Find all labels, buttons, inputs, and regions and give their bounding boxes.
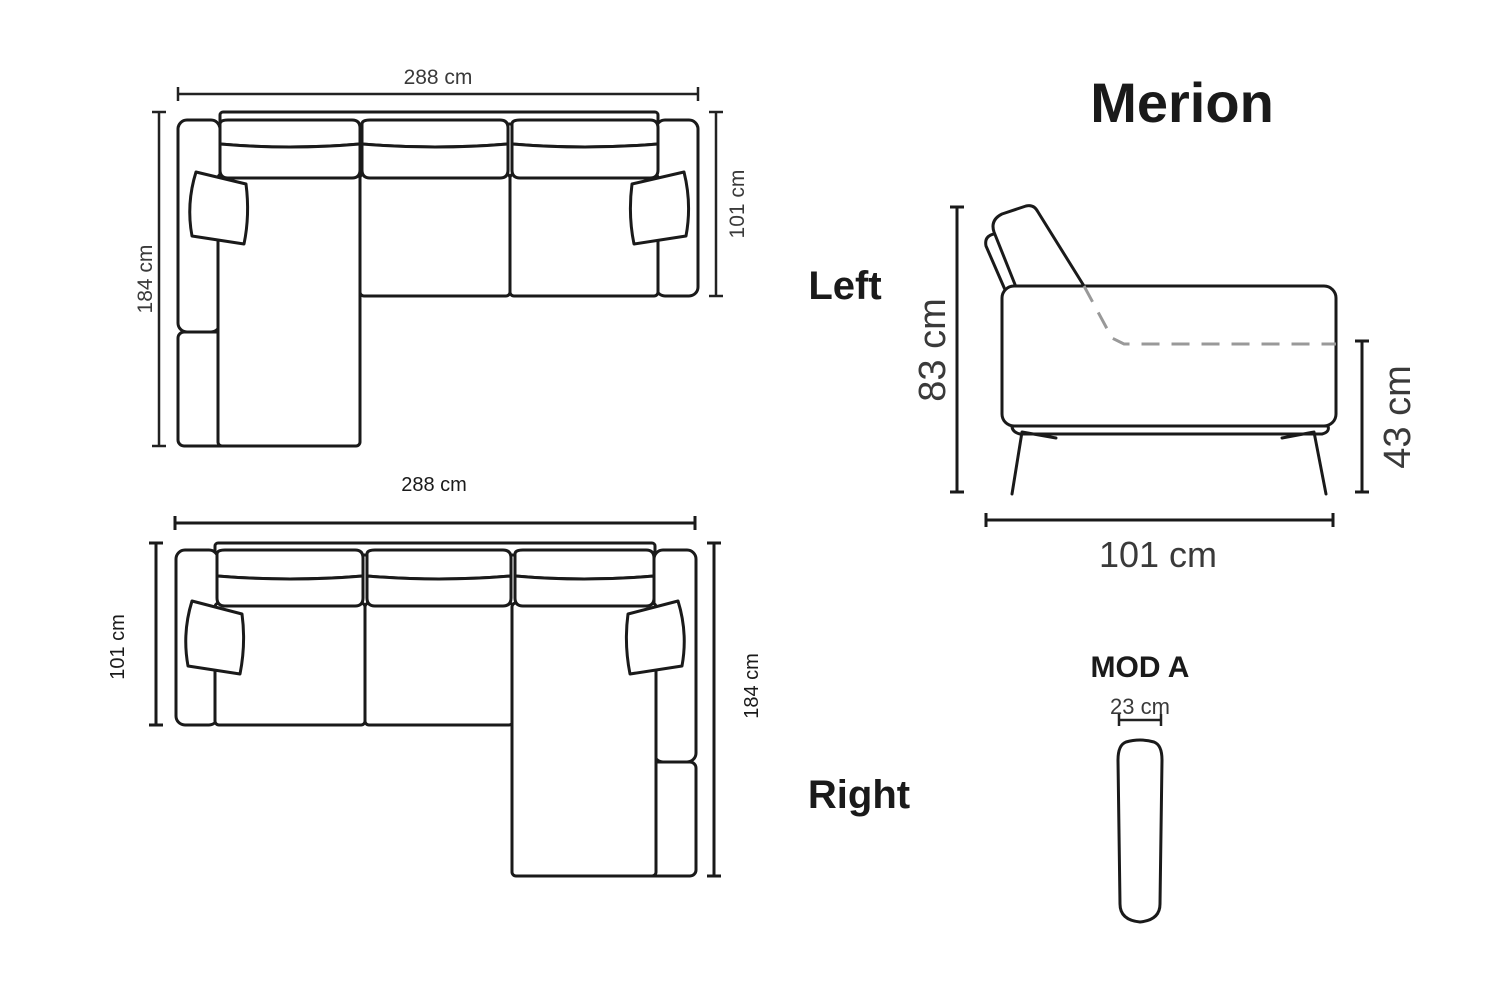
module-width-dimension xyxy=(1117,714,1163,726)
depth-dimension: 101 cm xyxy=(984,513,1335,575)
right-sofa-outline xyxy=(174,541,698,878)
right-depth-label: 184 cm xyxy=(741,653,763,719)
front-leg xyxy=(1010,430,1058,496)
left-depth-dimension: 184 cm xyxy=(134,110,166,448)
seat-line xyxy=(1082,285,1336,346)
left-seat-depth-dimension: 101 cm xyxy=(709,110,749,298)
module-label: MOD A xyxy=(1091,651,1190,684)
top-view-left: 288 cm 184 cm 101 cm xyxy=(134,66,882,448)
right-pillow xyxy=(628,170,691,246)
right-width-label: 288 cm xyxy=(401,474,467,496)
seat-height-dimension: 43 cm xyxy=(1355,339,1419,494)
side-sofa-outline xyxy=(984,204,1338,496)
seat-height-label: 43 cm xyxy=(1377,365,1419,468)
left-orientation-label: Left xyxy=(808,264,881,308)
left-sofa-outline xyxy=(176,110,700,448)
side-view: 83 cm 43 cm 101 cm xyxy=(912,204,1419,575)
top-view-right: 288 cm 101 cm 184 cm xyxy=(107,474,910,878)
right-width-dimension: 288 cm xyxy=(173,474,697,530)
height-dimension: 83 cm xyxy=(912,205,964,494)
base xyxy=(1010,424,1330,436)
right-depth-dimension: 184 cm xyxy=(707,541,763,878)
back-leg xyxy=(1280,430,1328,496)
right-seat-depth-label: 101 cm xyxy=(107,614,129,680)
backrest xyxy=(991,204,1086,294)
module-outline xyxy=(1116,738,1164,924)
height-label: 83 cm xyxy=(912,298,954,401)
module-a: MOD A 23 cm xyxy=(1091,651,1190,924)
left-width-dimension: 288 cm xyxy=(176,66,700,101)
left-seat-depth-label: 101 cm xyxy=(726,170,749,239)
right-orientation-label: Right xyxy=(808,773,910,817)
left-pillow xyxy=(188,170,250,246)
product-title: Merion xyxy=(1090,71,1274,134)
left-depth-label: 184 cm xyxy=(134,245,157,314)
depth-label: 101 cm xyxy=(1099,534,1217,575)
left-width-label: 288 cm xyxy=(404,66,473,89)
right-seat-depth-dimension: 101 cm xyxy=(107,541,163,727)
